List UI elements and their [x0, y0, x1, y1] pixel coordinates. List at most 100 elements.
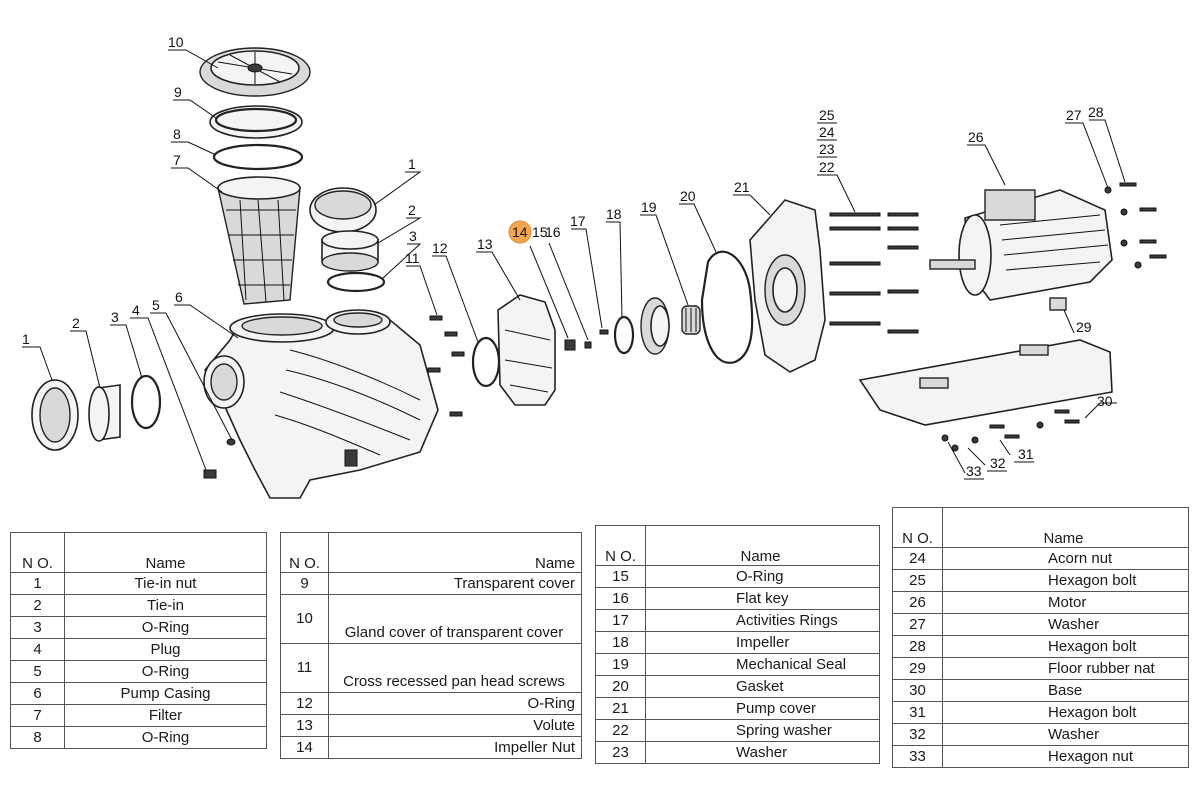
header-name: Name [328, 532, 582, 573]
part-mechanical-seal [681, 305, 701, 335]
callout-15: 15 [532, 224, 548, 240]
callout-7: 7 [173, 152, 181, 168]
header-name: Name [64, 532, 267, 573]
row-no: 17 [595, 609, 646, 632]
callout-6: 6 [175, 289, 183, 305]
header-no: N O. [10, 532, 65, 573]
part-o-ring-top [326, 271, 386, 293]
header-no: N O. [280, 532, 329, 573]
part-transparent-cover [209, 105, 303, 139]
row-no: 3 [10, 616, 65, 639]
row-name: Pump cover [645, 697, 880, 720]
part-screws [427, 315, 465, 417]
row-name: Washer [645, 741, 880, 764]
table-header: N O. Name [595, 525, 880, 566]
part-tie-in-nut-left [31, 379, 79, 451]
row-no: 30 [892, 679, 943, 702]
row-no: 1 [10, 572, 65, 595]
part-pump-casing [203, 309, 439, 499]
callout-8: 8 [173, 126, 181, 142]
part-motor [929, 189, 1113, 301]
row-no: 18 [595, 631, 646, 654]
row-name: Washer [942, 613, 1189, 636]
row-no: 6 [10, 682, 65, 705]
callout-30: 30 [1097, 393, 1113, 409]
part-plug [203, 469, 217, 479]
row-no: 23 [595, 741, 646, 764]
part-base-bolts [941, 409, 1080, 452]
row-name: Hexagon bolt [942, 635, 1189, 658]
row-name: Spring washer [645, 719, 880, 742]
part-o-ring-15 [584, 341, 592, 349]
row-no: 13 [280, 714, 329, 737]
table-header: N O. Name [10, 532, 267, 573]
callout-28: 28 [1088, 104, 1104, 120]
row-name: Volute [328, 714, 582, 737]
row-no: 4 [10, 638, 65, 661]
row-name: Plug [64, 638, 267, 661]
row-no: 25 [892, 569, 943, 592]
callout-4: 4 [132, 302, 140, 318]
callout-26: 26 [968, 129, 984, 145]
callouts: 10 9 8 7 1 2 3 11 12 13 14 15 16 17 18 1… [22, 34, 1113, 480]
row-no: 29 [892, 657, 943, 680]
row-name: Motor [942, 591, 1189, 614]
row-no: 14 [280, 736, 329, 759]
row-no: 22 [595, 719, 646, 742]
table-header: N O. Name [280, 532, 582, 573]
row-name: Activities Rings [645, 609, 880, 632]
callout-10: 10 [168, 34, 184, 50]
part-tie-in-left [88, 384, 121, 442]
header-name: Name [645, 525, 880, 566]
row-name: Tie-in [64, 594, 267, 617]
row-no: 15 [595, 565, 646, 588]
callout-12: 12 [432, 240, 448, 256]
callout-24: 24 [819, 124, 835, 140]
row-name: Pump Casing [64, 682, 267, 705]
row-name: O-Ring [64, 616, 267, 639]
row-no: 16 [595, 587, 646, 610]
callout-19: 19 [641, 199, 657, 215]
row-no: 9 [280, 572, 329, 595]
row-no: 28 [892, 635, 943, 658]
callout-21: 21 [734, 179, 750, 195]
callout-16: 16 [545, 224, 561, 240]
part-tie-in-nut-top [309, 187, 377, 233]
row-name: Cross recessed pan head screws [328, 643, 582, 693]
row-name: Washer [942, 723, 1189, 746]
row-name: O-Ring [64, 726, 267, 749]
part-o-ring-12 [471, 336, 501, 388]
row-no: 11 [280, 643, 329, 693]
part-activities-ring [613, 315, 635, 355]
callout-3-left: 3 [111, 309, 119, 325]
row-no: 5 [10, 660, 65, 683]
row-name: Hexagon nut [942, 745, 1189, 768]
part-gland-cover [199, 47, 311, 97]
callout-29: 29 [1076, 319, 1092, 335]
row-no: 10 [280, 594, 329, 644]
part-o-ring-left [130, 374, 162, 430]
part-impeller-nut [564, 339, 576, 351]
row-no: 26 [892, 591, 943, 614]
